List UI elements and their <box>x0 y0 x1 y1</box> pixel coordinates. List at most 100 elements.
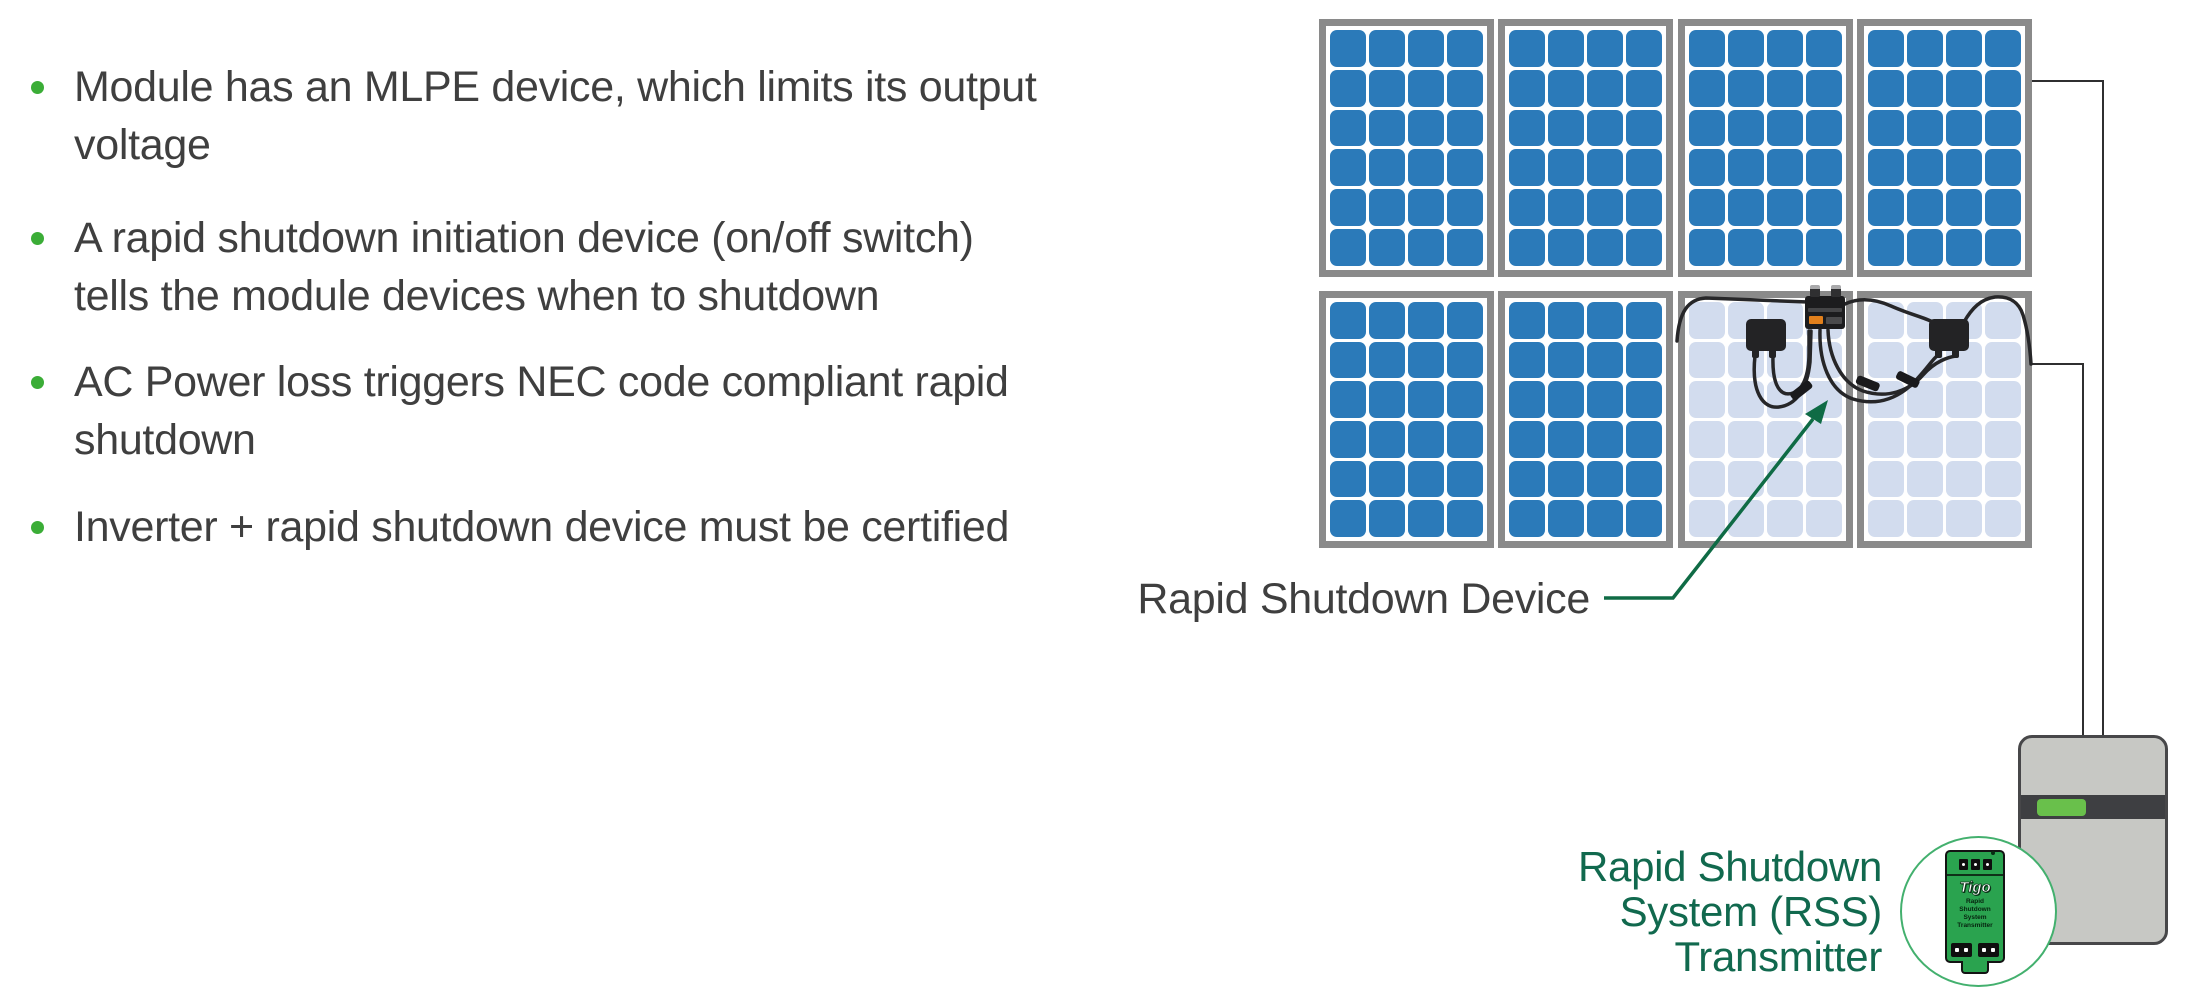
panel-cell <box>1907 109 1943 147</box>
panel-cell <box>1369 69 1405 107</box>
panel-cell <box>1946 421 1982 458</box>
panel-cell <box>1868 302 1904 339</box>
panel-cell <box>1447 149 1483 187</box>
panel-cell <box>1408 302 1444 339</box>
terminal-icon <box>1970 858 1980 870</box>
panel-cell <box>1767 69 1803 107</box>
mount-tab-icon <box>1831 285 1841 297</box>
panel-cell <box>1767 149 1803 187</box>
panel-cell <box>1447 30 1483 67</box>
terminal-icon <box>1978 943 1999 957</box>
panel-cell <box>1509 189 1545 227</box>
panel-cell <box>1369 421 1405 458</box>
panel-cell <box>1806 30 1842 67</box>
panel-cell <box>1330 109 1366 147</box>
panel-cell <box>1330 189 1366 227</box>
panel-cell <box>1330 460 1366 498</box>
panel-cell <box>1587 341 1623 379</box>
panel-cell <box>1626 302 1662 339</box>
panel-cell <box>1626 109 1662 147</box>
panel-cell <box>1330 30 1366 67</box>
panel-cell <box>1369 460 1405 498</box>
panel-cell <box>1587 460 1623 498</box>
string-wire-bottom <box>2031 363 2084 736</box>
solar-panel <box>1678 19 1853 277</box>
panel-cell <box>1369 149 1405 187</box>
string-wires <box>2031 80 2104 736</box>
panel-cell-grid <box>1868 30 2021 266</box>
panel-cell <box>1946 189 1982 227</box>
mlpe-device <box>1929 319 1969 358</box>
panel-cell <box>1806 460 1842 498</box>
panel-cell <box>1985 381 2021 418</box>
panel-cell <box>1626 149 1662 187</box>
panel-cell <box>1806 109 1842 147</box>
panel-cell <box>1509 421 1545 458</box>
panel-cell <box>1548 229 1584 266</box>
panel-cell <box>1587 500 1623 537</box>
bullet-dot-icon <box>31 81 44 94</box>
panel-cell <box>1587 302 1623 339</box>
panel-cell <box>1626 69 1662 107</box>
panel-cell <box>1985 69 2021 107</box>
panel-cell <box>1946 229 1982 266</box>
panel-cell <box>1548 460 1584 498</box>
panel-cell <box>1408 381 1444 418</box>
panel-cell <box>1587 229 1623 266</box>
panel-cell <box>1767 460 1803 498</box>
panel-cell <box>1548 421 1584 458</box>
panel-cell <box>1767 421 1803 458</box>
panel-cell <box>1689 421 1725 458</box>
panel-cell <box>1907 149 1943 187</box>
panel-cell <box>1907 381 1943 418</box>
panel-cell <box>1330 229 1366 266</box>
panel-cell <box>1767 109 1803 147</box>
panel-cell <box>1626 460 1662 498</box>
panel-cell <box>1509 30 1545 67</box>
panel-cell <box>1985 341 2021 379</box>
panel-cell <box>1868 341 1904 379</box>
panel-cell <box>1728 189 1764 227</box>
solar-panel <box>1498 291 1673 548</box>
panel-cell <box>1907 460 1943 498</box>
panel-cell <box>1728 30 1764 67</box>
panel-cell <box>1868 500 1904 537</box>
panel-cell <box>1907 189 1943 227</box>
panel-cell <box>1689 341 1725 379</box>
panel-cell <box>1369 189 1405 227</box>
panel-cell <box>1408 149 1444 187</box>
panel-cell <box>1369 109 1405 147</box>
rss-transmitter-label: Rapid Shutdown System (RSS) Transmitter <box>1577 843 1882 980</box>
panel-cell <box>1447 69 1483 107</box>
panel-cell <box>1408 341 1444 379</box>
panel-cell <box>1548 341 1584 379</box>
panel-cell <box>1626 500 1662 537</box>
panel-cell <box>1447 302 1483 339</box>
rss-transmitter-device: Tigo Rapid Shutdown System Transmitter <box>1945 850 2005 974</box>
panel-cell <box>1907 421 1943 458</box>
panel-cell <box>1806 381 1842 418</box>
panel-cell <box>1626 381 1662 418</box>
cable-stub <box>1752 349 1759 358</box>
terminal-icon <box>1982 858 1992 870</box>
panel-cell <box>1509 69 1545 107</box>
panel-cell <box>1728 229 1764 266</box>
panel-cell-grid <box>1330 30 1483 266</box>
device-label-text: Rapid Shutdown System Transmitter <box>1957 898 1993 929</box>
panel-cell <box>1548 500 1584 537</box>
panel-cell <box>1907 30 1943 67</box>
panel-cell <box>1447 341 1483 379</box>
bullet-item: AC Power loss triggers NEC code complian… <box>31 353 1281 469</box>
bullet-item: Module has an MLPE device, which limits … <box>31 58 1281 174</box>
panel-cell <box>1408 421 1444 458</box>
panel-cell <box>1689 460 1725 498</box>
panel-cell <box>1985 302 2021 339</box>
panel-cell <box>1548 189 1584 227</box>
panel-cell <box>1868 30 1904 67</box>
panel-cell <box>1985 500 2021 537</box>
panel-cell <box>1689 30 1725 67</box>
panel-cell <box>1587 109 1623 147</box>
device-port <box>1826 317 1842 324</box>
panel-cell <box>1548 30 1584 67</box>
panel-cell <box>1689 149 1725 187</box>
